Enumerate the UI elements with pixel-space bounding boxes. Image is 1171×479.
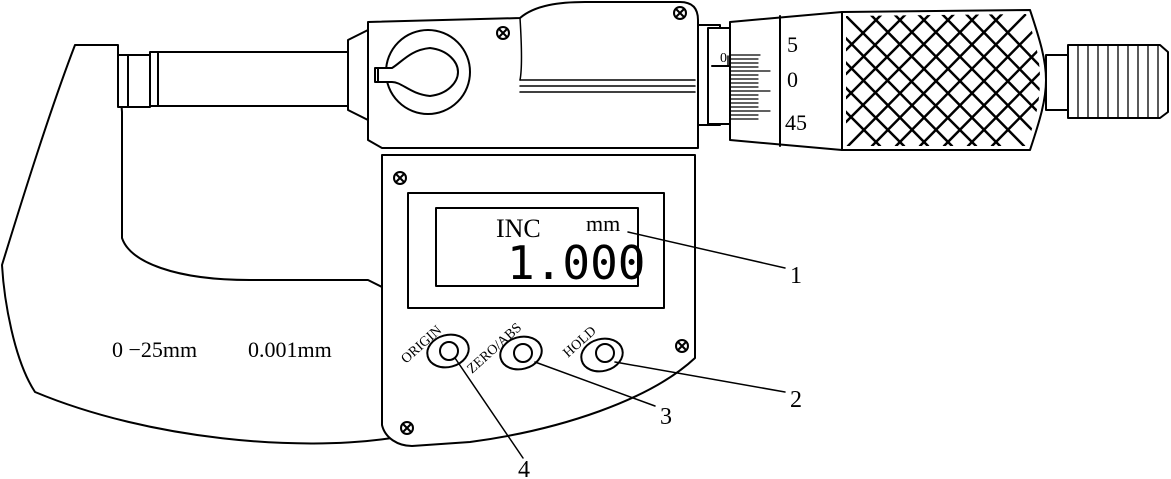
callout-1: 1	[790, 263, 802, 289]
lcd-unit-label: mm	[586, 211, 620, 236]
ratchet-stem[interactable]	[1045, 44, 1169, 119]
range-spec: 0 −25mm	[112, 337, 197, 362]
ratchet-grip[interactable]	[841, 9, 1047, 151]
leader-line-3	[534, 361, 656, 407]
leader-line-4	[454, 357, 524, 459]
lock-lever-icon[interactable]	[374, 29, 471, 115]
callout-2: 2	[790, 387, 802, 413]
spindle-collar	[347, 29, 369, 121]
zero-abs-button[interactable]	[497, 332, 546, 374]
leader-line-2	[614, 361, 786, 393]
anvil	[117, 54, 151, 108]
screw-icon	[393, 171, 407, 185]
thimble-middle-label: 0	[787, 67, 798, 92]
screw-icon	[496, 26, 510, 40]
thimble-upper-label: 5	[787, 32, 798, 57]
origin-button[interactable]	[424, 330, 473, 372]
hold-button[interactable]	[578, 334, 627, 376]
frame	[1, 44, 393, 445]
spindle	[149, 51, 349, 107]
lcd-screen	[435, 207, 639, 287]
callout-4: 4	[518, 457, 530, 479]
screw-icon	[400, 421, 414, 435]
thimble-lower-label: 45	[785, 110, 807, 135]
lcd-reading: 1.000	[507, 236, 645, 290]
screw-icon	[673, 6, 687, 20]
thimble[interactable]	[729, 11, 843, 151]
leader-line-1	[627, 231, 786, 269]
lcd-mode-label: INC	[496, 214, 541, 243]
sleeve-zero-label: 0	[720, 51, 727, 66]
screw-icon	[675, 339, 689, 353]
resolution-spec: 0.001mm	[248, 337, 332, 362]
callout-3: 3	[660, 404, 672, 430]
